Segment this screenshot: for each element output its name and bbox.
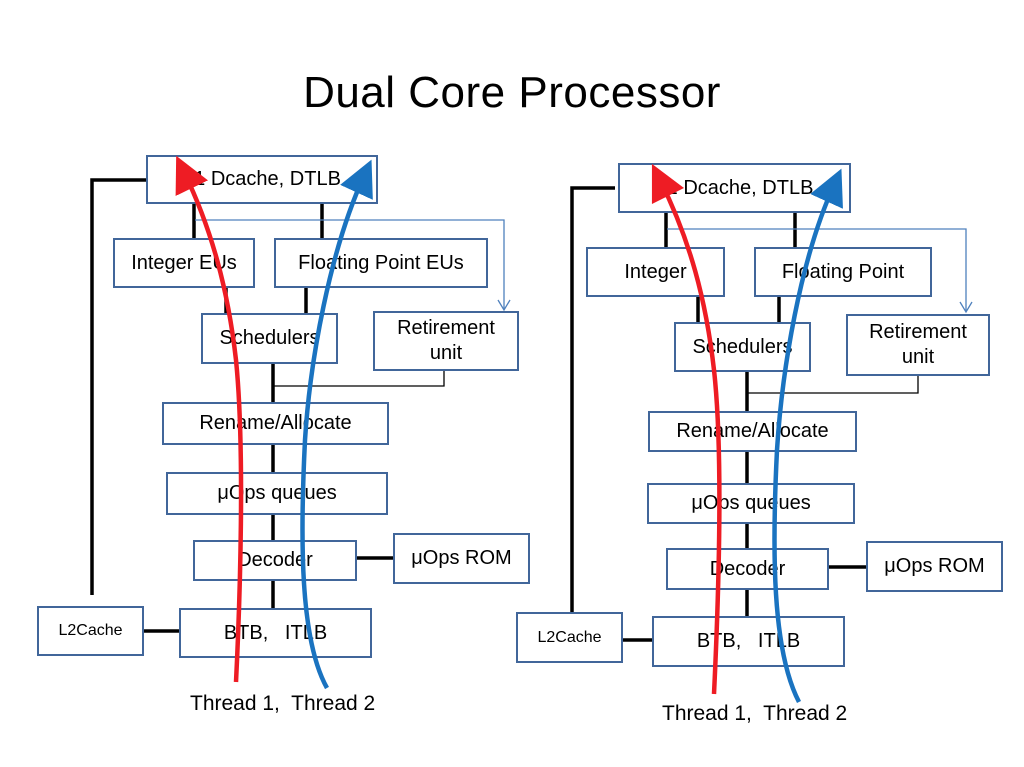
floating-point-label: Floating Point	[781, 260, 905, 283]
retirement-unit-box: Retirement unit	[373, 311, 519, 371]
retirement-unit-label: Retirement unit	[869, 321, 967, 368]
page-title: Dual Core Processor	[303, 68, 721, 117]
retire-feedback-line-right	[747, 376, 919, 394]
integer-eus-label: Integer EUs	[131, 251, 237, 274]
l1-dcache-label: L1 Dcache, DTLB	[183, 168, 341, 190]
l1-dcache-dtlb-box: L1 Dcache, DTLB	[618, 163, 851, 213]
retirement-unit-box: Retirement unit	[846, 314, 990, 376]
decoder-box: Decoder	[193, 540, 357, 581]
btb-itlb-box: BTB, ITLB	[179, 608, 372, 658]
rename-allocate-box: Rename/Allocate	[162, 402, 389, 445]
schedulers-label: Schedulers	[219, 327, 320, 349]
l1-dcache-dtlb-box: L1 Dcache, DTLB	[146, 155, 378, 204]
retire-feedback-line-left	[273, 371, 445, 387]
thread-label-left: Thread 1, Thread 2	[190, 692, 376, 715]
l2cache-label: L2Cache	[537, 628, 602, 646]
btb-itlb-label: BTB, ITLB	[223, 621, 328, 644]
btb-itlb-label: BTB, ITLB	[696, 630, 801, 652]
rename-allocate-label: Rename/Allocate	[676, 420, 829, 442]
uops-rom-box: μOps ROM	[393, 533, 530, 584]
rename-allocate-label: Rename/Allocate	[199, 412, 352, 434]
floating-point-eus-label: Floating Point EUs	[298, 251, 464, 274]
floating-point-eus-box: Floating Point EUs	[274, 238, 488, 288]
decoder-label: Decoder	[237, 549, 313, 571]
rename-allocate-box: Rename/Allocate	[648, 411, 857, 452]
integer-label: Integer	[624, 260, 687, 283]
decoder-box: Decoder	[666, 548, 829, 590]
uops-queues-box: μOps queues	[647, 483, 855, 524]
l2cache-box: L2Cache	[516, 612, 623, 663]
l2cache-label: L2Cache	[58, 622, 123, 639]
floating-point-box: Floating Point	[754, 247, 932, 297]
uops-queues-label: μOps queues	[691, 492, 811, 514]
l2cache-box: L2Cache	[37, 606, 144, 656]
schedulers-box: Schedulers	[201, 313, 338, 364]
uops-rom-label: μOps ROM	[411, 547, 512, 569]
integer-eus-box: Integer EUs	[113, 238, 255, 288]
uops-rom-label: μOps ROM	[884, 555, 985, 577]
btb-itlb-box: BTB, ITLB	[652, 616, 845, 667]
schedulers-label: Schedulers	[692, 335, 793, 358]
integer-box: Integer	[586, 247, 725, 297]
retirement-unit-label: Retirement unit	[397, 317, 495, 364]
thread-label-right: Thread 1, Thread 2	[662, 702, 848, 725]
uops-queues-box: μOps queues	[166, 472, 388, 515]
uops-rom-box: μOps ROM	[866, 541, 1003, 592]
l1-dcache-label: L1 Dcache, DTLB	[655, 176, 814, 199]
schedulers-box: Schedulers	[674, 322, 811, 372]
decoder-label: Decoder	[709, 557, 786, 580]
uops-queues-label: μOps queues	[217, 482, 337, 504]
